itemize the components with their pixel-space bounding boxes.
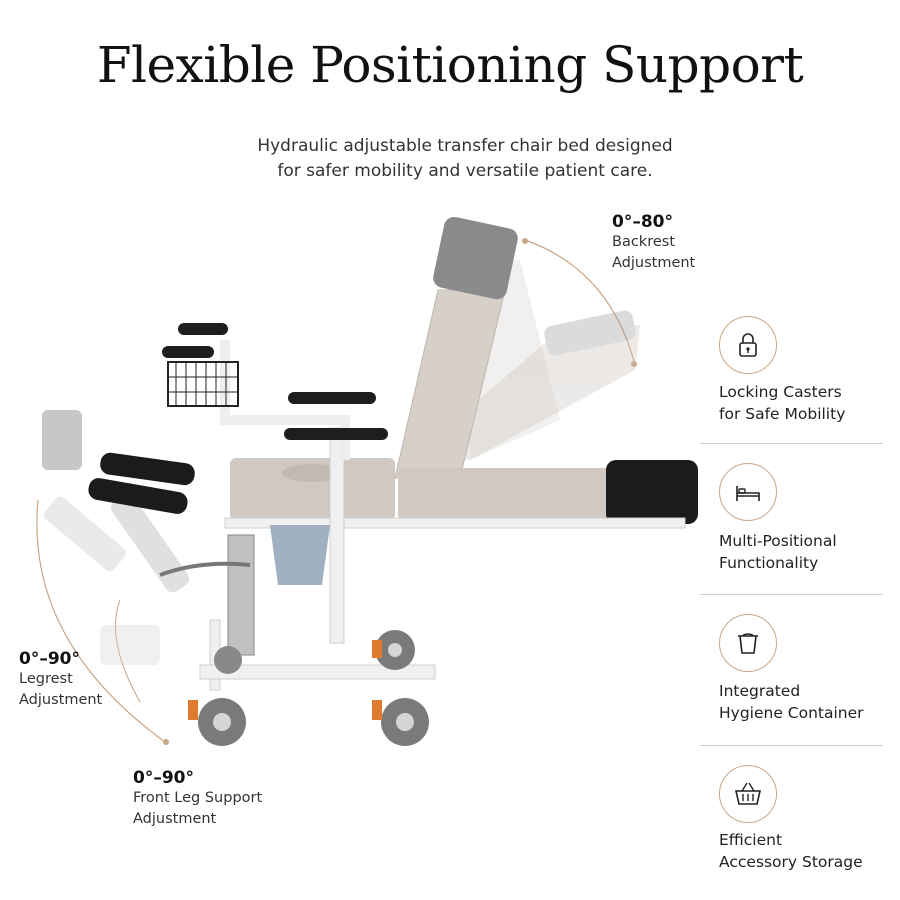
frame-rail [224,517,686,529]
legrest-arc [36,499,166,743]
backrest-arc-dot-end [631,361,637,367]
feature-label-multi-positional: Multi-Positional Functionality [719,532,837,572]
caster-lock-2 [372,700,382,720]
caster-front-left [198,698,246,746]
caster-rear-left [214,646,242,674]
legrest-degrees: 0°–90° [19,649,80,669]
handle-grip-2 [162,346,214,358]
backrest-annotation: 0°–80° Backrest Adjustment [612,212,695,274]
backrest-arc-dot-start [522,238,528,244]
caster-lock-3 [372,640,382,658]
leg-cushion-2 [88,478,188,514]
feature-divider-2 [700,594,883,595]
hydraulic-column [227,534,255,656]
handle-grip-1 [178,323,228,335]
leg-cushion-1 [100,452,195,486]
caster-front-right [381,698,429,746]
footplate [42,410,82,470]
backrest-arc [524,239,636,366]
headrest [433,216,518,300]
legrest-ghost [43,493,190,665]
seat-cushion [230,458,395,520]
front-leg-annotation: 0°–90° Front Leg Support Adjustment [133,768,262,830]
pump-lever [159,561,251,577]
bucket-icon [719,614,777,672]
front-leg-degrees: 0°–90° [133,768,194,788]
legrest-annotation: 0°–90° Legrest Adjustment [19,649,102,711]
feature-label-locking-casters: Locking Casters for Safe Mobility [719,383,846,423]
backrest-degrees: 0°–80° [612,212,673,232]
lock-icon [719,316,777,374]
frame-upright [329,427,345,644]
legrest-arc-dot-end [163,739,169,745]
caster-rear-right [375,630,415,670]
accessory-basket [167,361,239,407]
foot-pad [606,460,698,524]
commode-bucket [270,525,330,585]
page-title: Flexible Positioning Support [96,36,804,94]
bed-cushion [398,468,613,520]
feature-label-hygiene-container: Integrated Hygiene Container [719,682,864,722]
front-leg-label: Front Leg Support Adjustment [133,790,263,827]
seat-cutout [282,464,342,482]
front-leg-arc [115,599,141,703]
basket-grid [168,362,238,406]
feature-divider-1 [700,443,883,444]
backrest-ghost [420,310,640,460]
page-subtitle: Hydraulic adjustable transfer chair bed … [257,136,673,181]
feature-divider-3 [700,745,883,746]
armrest-top [288,392,376,404]
feature-label-accessory-storage: Efficient Accessory Storage [719,831,863,871]
bed-icon [719,463,777,521]
backrest-label: Backrest Adjustment [612,234,696,271]
caster-lock-1 [188,700,198,720]
legrest-label: Legrest Adjustment [19,671,103,708]
frame-base [199,664,436,680]
transfer-chair-illustration [36,216,698,746]
armrest-bottom [284,428,388,440]
basket-icon [719,765,777,823]
